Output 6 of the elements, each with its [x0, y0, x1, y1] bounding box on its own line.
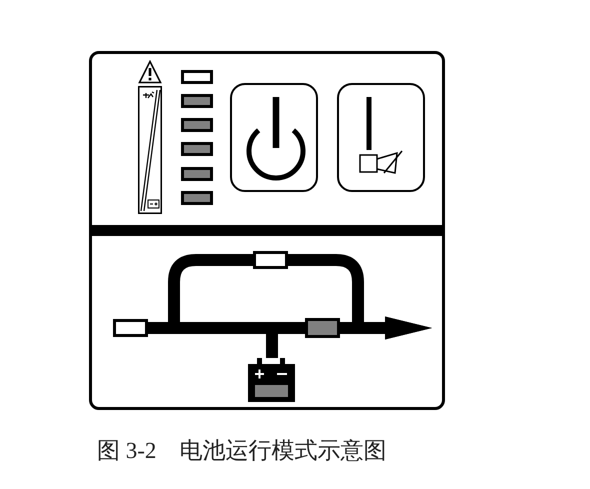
- arrow: [288, 254, 432, 340]
- indicator-lamp: [305, 318, 340, 338]
- battery-icon: [248, 358, 295, 402]
- indicator-lamp: [113, 319, 148, 337]
- figure-caption: 图 3-2 电池运行模式示意图: [97, 437, 386, 465]
- indicator-lamp: [253, 251, 288, 269]
